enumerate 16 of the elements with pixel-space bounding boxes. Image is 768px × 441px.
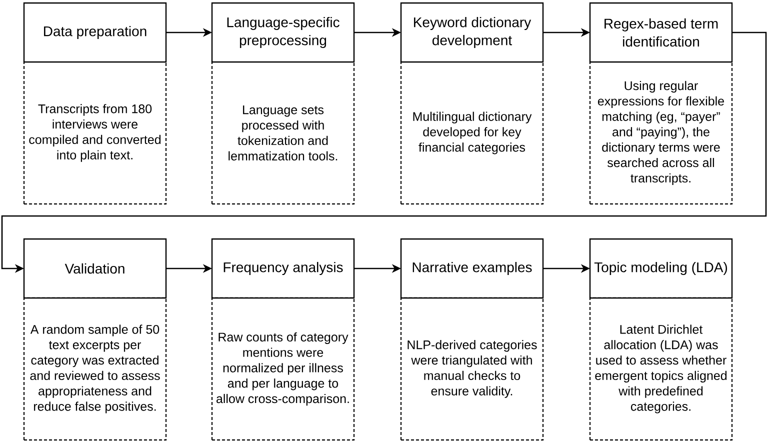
description-box: A random sample of 50 text excerpts per category was extracted and reviewed to assess appropriateness and reduce false positives. — [23, 297, 167, 441]
step-box: Language-specific preprocessing — [211, 2, 355, 63]
step-box: Validation — [23, 238, 167, 299]
step-box: Keyword dictionary development — [400, 2, 544, 63]
description-box: Multilingual dictionary developed for key financial categories — [400, 61, 544, 205]
description-box: Using regular expressions for flexible matching (eg, “payer” and “paying”), the dictionary terms were searched across all transcripts. — [589, 61, 733, 205]
step-box: Regex-based term identification — [589, 2, 733, 63]
description-box: Latent Dirichlet allocation (LDA) was used to assess whether emergent topics aligned with predefined categories. — [589, 297, 733, 441]
description-box: Raw counts of category mentions were normalized per illness and per language to allow cross-comparison. — [211, 297, 355, 441]
description-box: Transcripts from 180 interviews were compiled and converted into plain text. — [23, 61, 167, 205]
step-box: Data preparation — [23, 2, 167, 63]
step-box: Narrative examples — [400, 238, 544, 299]
description-box: NLP-derived categories were triangulated with manual checks to ensure validity. — [400, 297, 544, 441]
description-box: Language sets processed with tokenization and lemmatization tools. — [211, 61, 355, 205]
step-box: Topic modeling (LDA) — [589, 238, 733, 299]
step-box: Frequency analysis — [211, 238, 355, 299]
